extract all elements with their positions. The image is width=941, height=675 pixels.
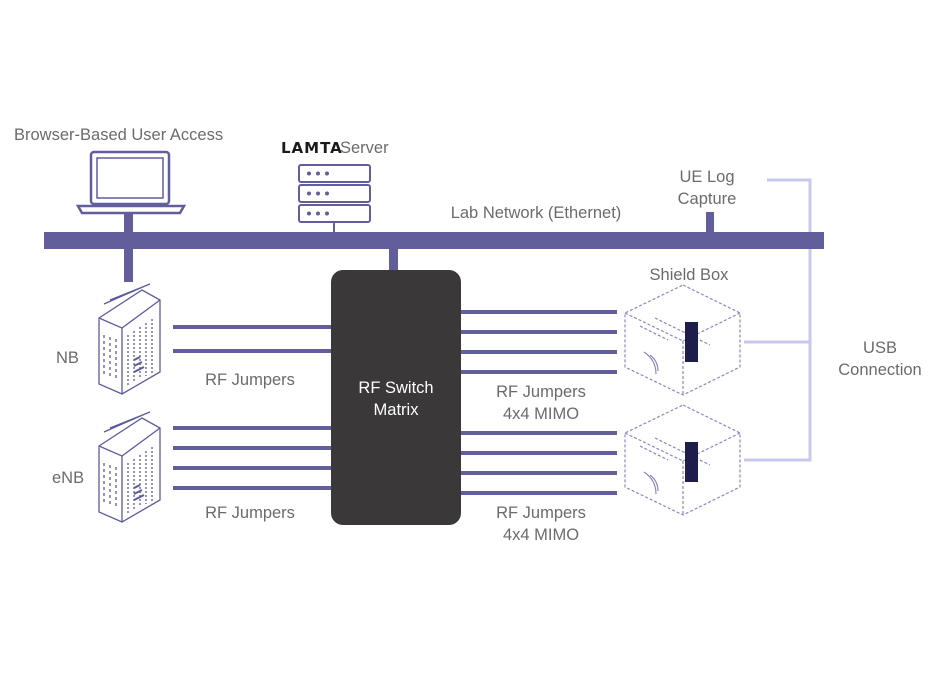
rf-jumpers-top-label: RF Jumpers: [205, 371, 295, 389]
network-drops: [124, 212, 714, 282]
laptop-icon: [75, 150, 187, 215]
lab-network-label: Lab Network (Ethernet): [451, 204, 622, 222]
lab-network-bus: [44, 232, 824, 249]
server-rack-icon: [298, 164, 371, 223]
browser-access-label: Browser-Based User Access: [14, 126, 223, 144]
shield-box-top-door: [685, 322, 698, 362]
shield-box-label: Shield Box: [650, 266, 730, 284]
rf-switch-label-line2: Matrix: [374, 401, 420, 419]
shield-box-top-icon: [624, 284, 741, 396]
server-label: Server: [340, 139, 389, 157]
rf-jumpers-nb-lines: [173, 325, 332, 353]
nb-label: NB: [56, 349, 79, 367]
server-brand-logo: LAMTA: [281, 139, 343, 157]
mimo-top-label-line2: 4x4 MIMO: [503, 405, 579, 423]
usb-label-line1: USB: [863, 339, 897, 357]
ue-log-label-line1: UE Log: [679, 168, 734, 186]
mimo-bottom-label-line1: RF Jumpers: [496, 504, 586, 522]
mimo-top-lines: [458, 310, 617, 374]
usb-connection-lines: [744, 178, 812, 462]
ue-log-label-line2: Capture: [678, 190, 737, 208]
nb-base-station-icon: [98, 283, 161, 395]
shield-box-bottom-icon: [624, 404, 741, 516]
rf-jumpers-enb-lines: [173, 426, 332, 490]
enb-label: eNB: [52, 469, 84, 487]
mimo-top-label-line1: RF Jumpers: [496, 383, 586, 401]
rf-switch-label-line1: RF Switch: [358, 379, 433, 397]
enb-base-station-icon: [98, 411, 161, 523]
usb-label-line2: Connection: [838, 361, 921, 379]
rf-switch-matrix: [331, 270, 461, 525]
mimo-bottom-lines: [458, 431, 617, 495]
mimo-bottom-label-line2: 4x4 MIMO: [503, 526, 579, 544]
shield-box-bottom-door: [685, 442, 698, 482]
rf-jumpers-bottom-label: RF Jumpers: [205, 504, 295, 522]
